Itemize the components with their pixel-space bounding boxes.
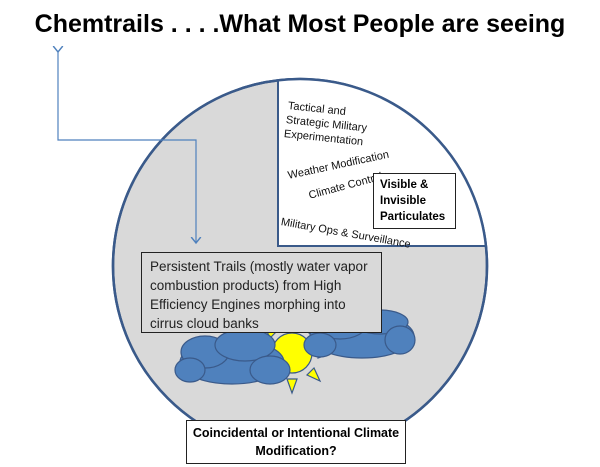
persistent-trails-box: Persistent Trails (mostly water vapor co… bbox=[141, 252, 382, 333]
connector-arrow bbox=[58, 52, 196, 243]
page-title: Chemtrails . . . .What Most People are s… bbox=[34, 10, 566, 38]
question-box: Coincidental or Intentional Climate Modi… bbox=[186, 420, 406, 464]
particulates-box: Visible & Invisible Particulates bbox=[373, 173, 456, 229]
cloud-icon-left bbox=[174, 328, 291, 385]
